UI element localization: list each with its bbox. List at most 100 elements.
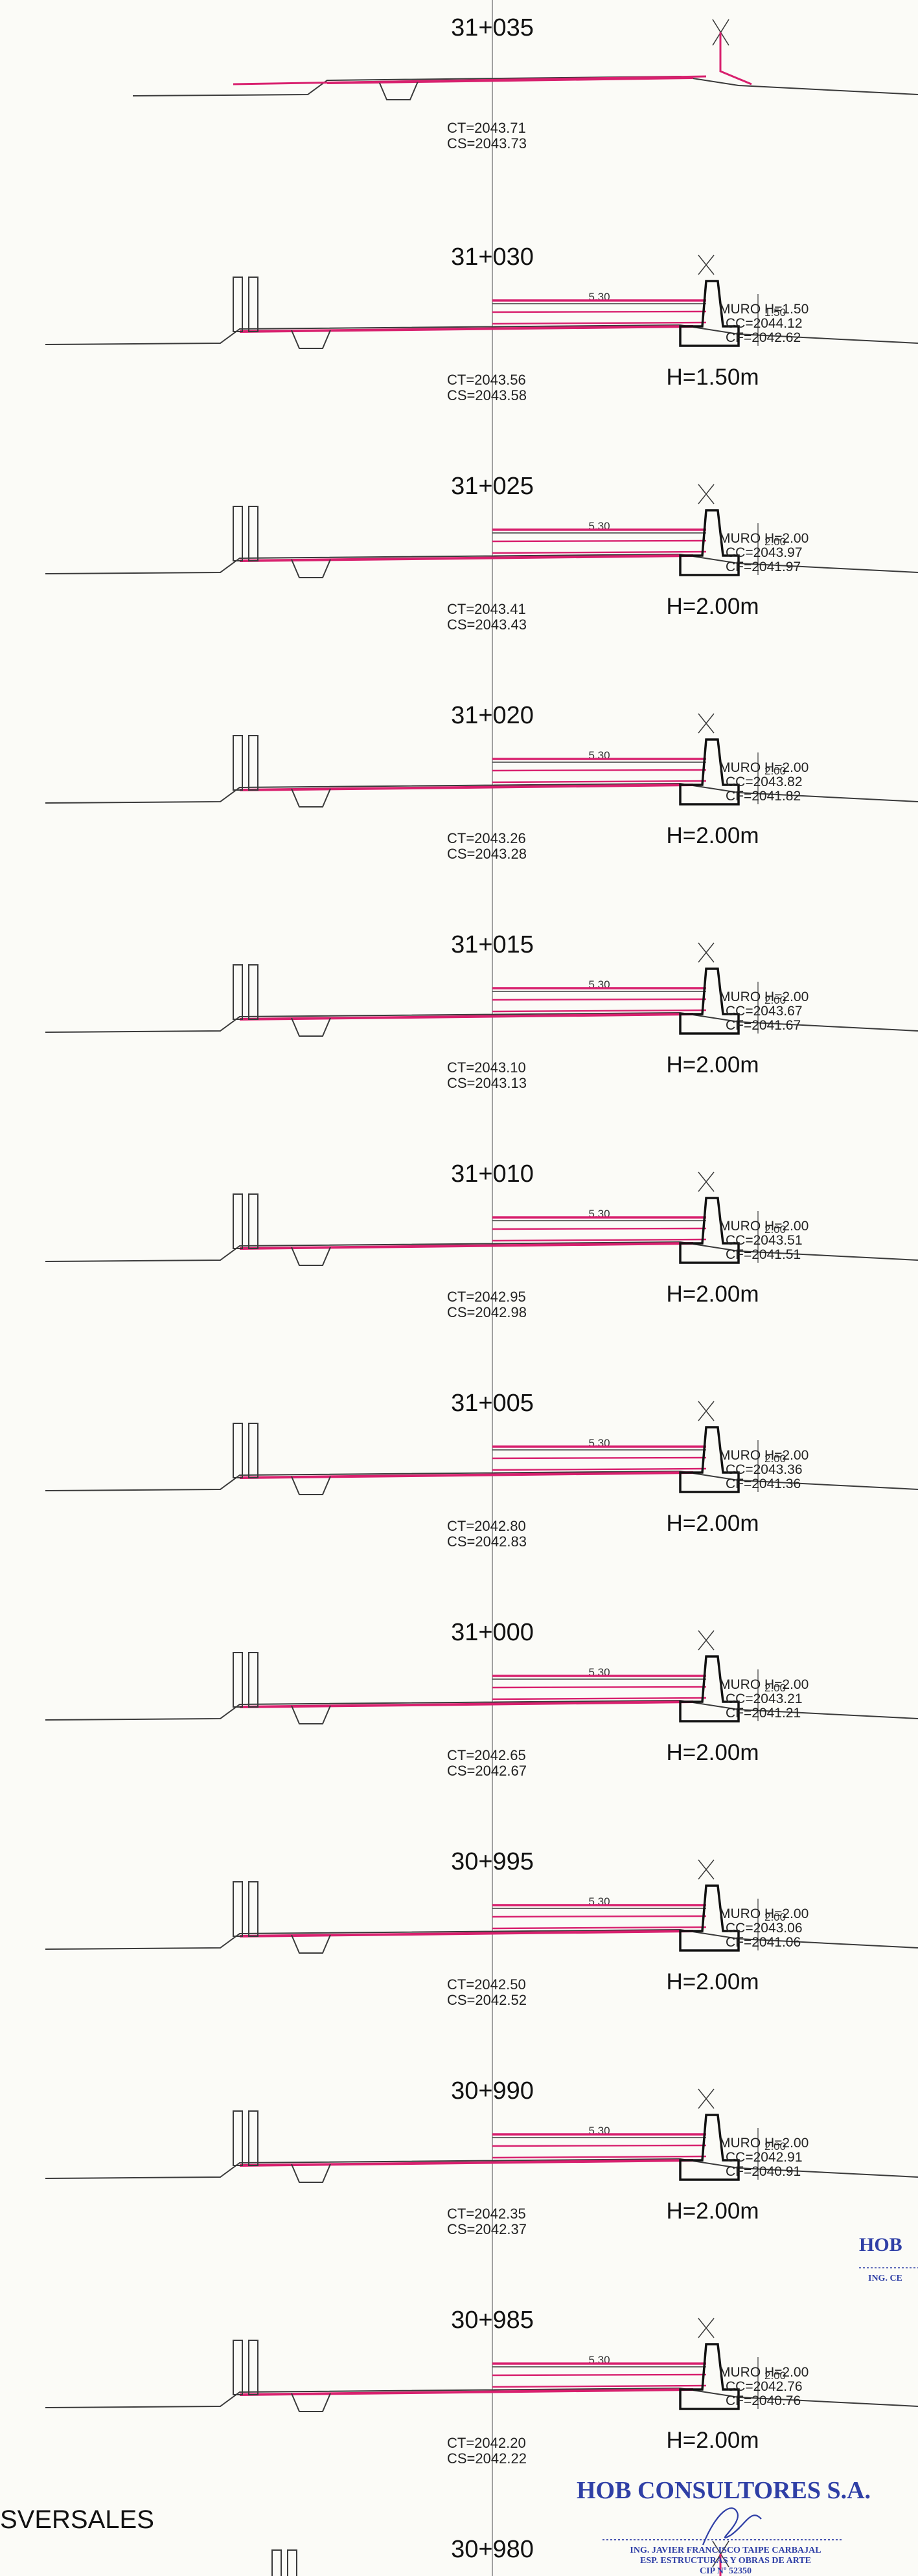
wall-height-label: MURO H=2.00	[719, 1906, 809, 1921]
guard-post	[248, 2110, 258, 2166]
design-line	[239, 2388, 694, 2396]
guard-post	[248, 964, 258, 1020]
guard-post	[233, 1652, 243, 1708]
wall-height-callout: H=2.00m	[667, 823, 759, 848]
elevation-cf: CF=2041.21	[726, 1706, 801, 1721]
guard-post	[248, 277, 258, 332]
pavement-layer	[492, 2384, 707, 2388]
retaining-wall	[679, 1655, 740, 1723]
elevation-ct: CT=2042.80	[447, 1518, 526, 1534]
edge-firm-name: HOB	[859, 2234, 902, 2255]
wall-height-callout: H=2.00m	[667, 1511, 759, 1536]
station-label: 31+015	[451, 931, 534, 958]
pavement-layer	[492, 769, 707, 772]
elevation-cs: CS=2042.37	[447, 2221, 527, 2237]
station-label: 31+030	[451, 243, 534, 271]
height-dimension: 2.00	[764, 1452, 786, 1465]
elevation-cf: CF=2041.97	[726, 559, 801, 574]
wall-height-label: MURO H=2.00	[719, 2136, 809, 2151]
wall-cross-marker	[698, 1630, 715, 1651]
elevation-cf: CF=2040.91	[726, 2164, 801, 2179]
retaining-wall	[679, 967, 740, 1035]
design-line	[239, 1471, 694, 1479]
ground-line	[45, 2158, 918, 2179]
ditch	[291, 1247, 331, 1266]
guard-post	[233, 2110, 243, 2166]
station-label: 30+985	[451, 2307, 534, 2334]
elevation-cc: CC=2043.06	[726, 1921, 803, 1936]
guard-post	[271, 2549, 282, 2576]
station-label: 31+025	[451, 473, 534, 500]
retaining-wall	[679, 2343, 740, 2410]
height-dimension: 2.00	[764, 1911, 786, 1923]
elevation-cf: CF=2040.76	[726, 2393, 801, 2408]
ground-line	[45, 324, 918, 345]
guard-post	[233, 964, 243, 1020]
slope-line	[719, 32, 752, 85]
elevation-cs: CS=2043.28	[447, 846, 527, 862]
height-dimension: 1.50	[764, 306, 786, 319]
elevation-ct: CT=2042.95	[447, 1289, 526, 1305]
retaining-wall	[679, 2114, 740, 2181]
ditch	[378, 81, 419, 100]
pavement-layer	[492, 1915, 707, 1918]
height-dimension: 2.00	[764, 2369, 786, 2382]
elevation-cc: CC=2042.76	[726, 2379, 803, 2394]
firm-name: HOB CONSULTORES S.A.	[577, 2477, 871, 2504]
guard-post	[248, 1423, 258, 1478]
ground-line	[45, 1470, 918, 1491]
elevation-cs: CS=2042.67	[447, 1763, 527, 1779]
wall-height-label: MURO H=2.00	[719, 531, 809, 546]
elevation-cf: CF=2041.51	[726, 1247, 801, 1262]
ditch	[291, 2164, 331, 2183]
elevation-ct: CT=2042.50	[447, 1976, 526, 1993]
wall-height-label: MURO H=2.00	[719, 760, 809, 775]
design-line	[239, 1242, 694, 1250]
elevation-cs: CS=2043.58	[447, 387, 527, 403]
ground-line	[45, 2387, 918, 2408]
elevation-cc: CC=2042.91	[726, 2150, 803, 2165]
elevation-cc: CC=2043.67	[726, 1004, 803, 1019]
pavement-layer	[492, 310, 707, 313]
wall-height-label: MURO H=2.00	[719, 2365, 809, 2380]
wall-cross-marker	[698, 1859, 715, 1880]
wall-height-callout: H=2.00m	[667, 1052, 759, 1078]
pavement-layer	[492, 1009, 707, 1013]
station-label: 31+020	[451, 702, 534, 729]
ditch	[291, 1476, 331, 1495]
elevation-cc: CC=2043.36	[726, 1462, 803, 1477]
pavement-layer	[492, 1467, 707, 1471]
wall-cross-marker	[698, 713, 715, 734]
retaining-wall	[679, 509, 740, 576]
elevation-ct: CT=2043.41	[447, 601, 526, 617]
elevation-cs: CS=2043.43	[447, 616, 527, 633]
elevation-cs: CS=2043.73	[447, 135, 527, 152]
elevation-cc: CC=2043.97	[726, 545, 803, 560]
ground-line	[45, 553, 918, 574]
edge-engineer-name: ING. CE	[868, 2274, 902, 2283]
guard-post	[233, 277, 243, 332]
height-dimension: 2.00	[764, 1223, 786, 1236]
elevation-cf: CF=2041.67	[726, 1018, 801, 1033]
wall-height-label: MURO H=1.50	[719, 302, 809, 317]
retaining-wall	[679, 738, 740, 806]
station-label: 31+005	[451, 1390, 534, 1417]
design-line	[239, 1700, 694, 1708]
engineer-specialty: ESP. ESTRUCTURAS Y OBRAS DE ARTE	[640, 2556, 811, 2566]
cross-section: 30+980CT=2042.05CS=2042.07	[271, 2536, 729, 2576]
wall-cross-marker	[698, 942, 715, 963]
wall-height-callout: H=2.00m	[667, 594, 759, 619]
ditch	[291, 788, 331, 808]
guard-post	[248, 735, 258, 791]
pavement-layer	[492, 1686, 707, 1689]
wall-height-label: MURO H=2.00	[719, 1219, 809, 1234]
wall-height-label: MURO H=2.00	[719, 1448, 809, 1463]
